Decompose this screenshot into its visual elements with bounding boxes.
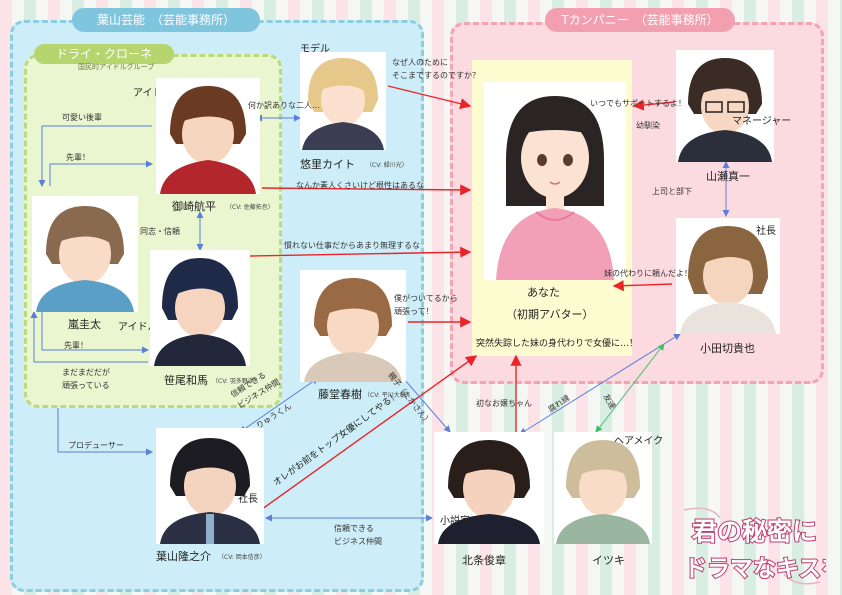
relation-osananajimi: 幼馴染 (636, 121, 660, 130)
shinichi-name: 山瀬真一 (706, 170, 750, 183)
tcompany-group-label: Tカンパニー （芸能事務所） (545, 8, 735, 32)
kohei-portrait (156, 78, 260, 194)
ryunosuke-cv: （CV: 岡本信彦） (218, 554, 266, 561)
relation-kazuma-you: 慣れない仕事だからあまり無理するな (284, 241, 420, 250)
arrow-kohei-keita (38, 125, 152, 187)
haruki-portrait (300, 270, 406, 382)
kazuma-cv: （CV: 羽多野渉） (212, 378, 260, 385)
arrow-kohei-you (261, 184, 472, 196)
relation-boss-sub: 上司と部下 (652, 187, 692, 196)
arrow-kaito-you (387, 85, 472, 110)
arrow-producer (57, 408, 153, 456)
relation-producer: プロデューサー (68, 441, 124, 450)
you-name: あなた (527, 286, 560, 299)
haruki-cv: （CV: 平川大輔） (364, 392, 412, 399)
arrow-kazuma-keita (30, 311, 148, 363)
shunsho-portrait (434, 432, 544, 544)
relation-ryunosuke-shunsho: 信頼できる ビジネス仲間 (334, 524, 382, 546)
you-role: （初期アバター） (506, 308, 594, 321)
takaya-name: 小田切貴也 (700, 342, 755, 355)
takaya-portrait (676, 218, 780, 334)
arrow-keita-kohei (49, 160, 153, 186)
kaito-portrait (300, 52, 386, 150)
shunsho-name: 北条俊章 (462, 554, 506, 567)
logo-line1: 君の秘密に (692, 517, 817, 546)
arrow-haruki-shunsho (397, 371, 451, 433)
arrow-keita-kazuma (41, 312, 149, 354)
arrow-shinichi-you (632, 99, 675, 111)
kohei-name: 御崎航平 (172, 200, 216, 213)
relation-kohei-kazuma: 同志・信頼 (140, 227, 180, 236)
kohei-role: アイドル (133, 88, 173, 99)
relation-haruki-you: 僕がついてるから 頑張って！ (394, 294, 458, 316)
relation-takaya-you: 妹の代わりに頼んだよ！ (604, 269, 692, 278)
relation-shinichi-you: いつでもサポートするよ！ (590, 99, 686, 108)
kaito-cv: （CV: 緑川光） (366, 162, 408, 169)
hayama-group-label: 葉山芸能 （芸能事務所） (72, 8, 260, 32)
relation-kohei-you: なんか素人くさいけど根性はあるな (296, 181, 424, 190)
arrow-itsuki-takaya (595, 343, 665, 433)
itsuki-name: イツキ (592, 554, 625, 567)
ryunosuke-role: 社長 (238, 494, 258, 505)
relation-shunsho-you: 初なお嬢ちゃん (476, 399, 532, 408)
logo-line2: ドラマなキスを (684, 556, 826, 582)
haruki-name: 藤堂春樹 (318, 388, 362, 401)
relation-kazuma-keita: まだまだだが 頑張っている (62, 368, 110, 390)
keita-name: 嵐圭太 (68, 318, 101, 331)
relation-kaito-kohei: 何か訳ありな二人… (248, 101, 320, 110)
arrow-shunsho-takaya (519, 333, 681, 435)
relation-keita-kazuma: 先輩！ (64, 341, 88, 350)
arrow-takaya-you (612, 280, 673, 292)
shinichi-role: マネージャー (732, 116, 792, 127)
shunsho-role: 小説家 (440, 516, 470, 527)
itsuki-role: ヘアメイク (614, 436, 664, 447)
kazuma-portrait (150, 250, 250, 366)
game-logo: 君の秘密に ドラマなキスを (680, 504, 842, 588)
kazuma-name: 笹尾和馬 (164, 374, 208, 387)
takaya-role: 社長 (756, 226, 776, 237)
kaito-name: 悠里カイト (300, 158, 355, 171)
ryunosuke-name: 葉山隆之介 (156, 550, 211, 563)
drai-krone-label: ドライ・クローネ (34, 44, 174, 64)
arrow-haruki-ryunosuke (239, 377, 319, 433)
drai-krone-subtitle: 国民的アイドルグループ (78, 63, 155, 71)
kazuma-role: アイドル (118, 322, 158, 333)
keita-portrait (32, 196, 138, 312)
itsuki-portrait (554, 432, 652, 544)
relation-kohei-keita: 可愛い後輩 (62, 113, 102, 122)
shinichi-portrait (676, 50, 774, 162)
ryunosuke-portrait (156, 428, 264, 544)
you-description: 突然失踪した妹の身代わりで女優に…！ (476, 339, 639, 349)
arrow-kazuma-you (249, 246, 472, 258)
relation-keita-kohei: 先輩！ (66, 153, 90, 162)
relation-kaito-you: なぜ人のために そこまでするのですか？ (392, 58, 480, 80)
you-portrait (484, 82, 626, 280)
kohei-cv: （CV: 佐藤拓也） (226, 204, 274, 211)
kaito-role: モデル (300, 44, 330, 55)
